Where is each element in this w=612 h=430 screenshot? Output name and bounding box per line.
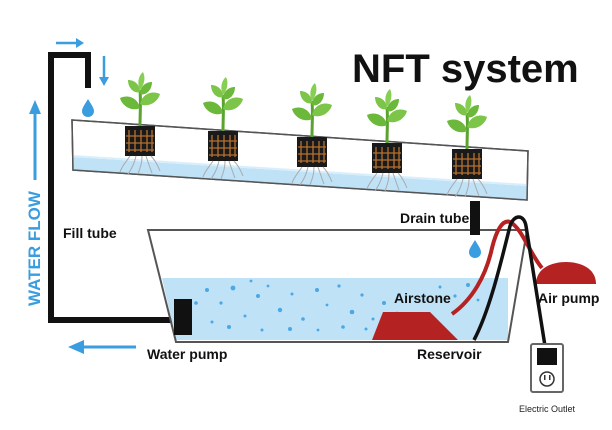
drain-tube-pipe (470, 201, 480, 235)
reservoir-label: Reservoir (417, 346, 482, 362)
fill-drop-icon (82, 99, 94, 117)
page-title: NFT system (352, 47, 579, 91)
air-line-tube (450, 219, 544, 316)
electric-outlet-label: Electric Outlet (519, 404, 576, 414)
fill-tube-pipe (48, 52, 178, 323)
water-pump-label: Water pump (147, 346, 227, 362)
top-flow-arrows (56, 38, 109, 86)
air-pump-label: Air pump (538, 290, 599, 306)
drain-drop-icon (469, 240, 481, 258)
airstone-icon (372, 312, 458, 340)
airstone-label: Airstone (394, 290, 451, 306)
water-bubbles (194, 279, 480, 332)
water-pump-icon (174, 299, 192, 335)
electric-outlet-icon (530, 343, 564, 393)
bottom-flow-arrow (68, 340, 136, 354)
water-flow-label: WATER FLOW (25, 190, 44, 306)
power-cord (472, 215, 547, 347)
fill-tube-label: Fill tube (63, 225, 117, 241)
air-pump-icon (536, 262, 596, 284)
drain-tube-label: Drain tube (400, 210, 469, 226)
water-flow-indicator: WATER FLOW (25, 100, 44, 306)
